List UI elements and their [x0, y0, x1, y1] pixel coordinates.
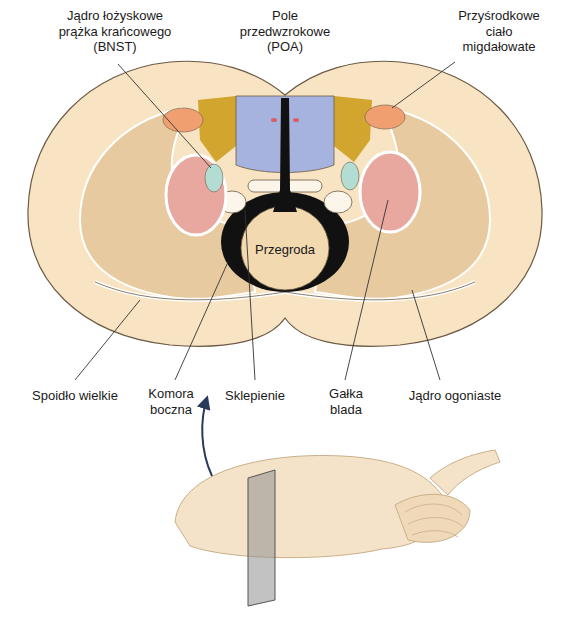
- cerebellum-fold: [412, 531, 458, 537]
- septum: [241, 206, 329, 290]
- bnst: [341, 162, 359, 190]
- leader-line: [175, 262, 228, 380]
- nucleus-dot: [271, 118, 277, 122]
- bnst: [205, 164, 223, 192]
- leader-line: [392, 62, 455, 108]
- brain-outline: [28, 61, 542, 346]
- amygdala: [163, 108, 203, 132]
- leader-line: [245, 210, 255, 380]
- cerebellum-fold: [405, 504, 462, 515]
- structure-label: Jądro łożyskowe prążka krańcowego (BNST): [50, 8, 180, 55]
- structure-label: Pole przedwzrokowe (POA): [232, 8, 338, 55]
- third-ventricle: [273, 98, 297, 212]
- structure-label: Jądro ogoniaste: [409, 388, 502, 404]
- leader-line: [75, 300, 140, 380]
- label-box: Gałka blada: [318, 386, 374, 418]
- region-label: Przegroda: [255, 242, 315, 258]
- brainstem: [430, 450, 500, 495]
- label-box: Przegroda: [243, 240, 327, 258]
- structure-label: Przyśrodkowe ciało migdałowate: [450, 8, 548, 55]
- leader-line: [345, 200, 388, 380]
- leader-line: [412, 290, 440, 380]
- structure-label: Spoidło wielkie: [32, 388, 118, 404]
- label-box: Komora boczna: [140, 386, 202, 418]
- structure-label: Gałka blada: [318, 386, 374, 417]
- globus-pallidus: [166, 155, 226, 235]
- globus-pallidus: [360, 152, 420, 232]
- amygdala: [365, 105, 405, 129]
- label-box: Jądro łożyskowe prążka krańcowego (BNST): [50, 8, 180, 55]
- section-plane: [248, 470, 275, 606]
- fornix: [324, 191, 352, 213]
- label-box: Przyśrodkowe ciało migdałowate: [450, 8, 548, 55]
- yellow-region: [198, 96, 236, 162]
- view-arrow: [202, 398, 212, 476]
- label-box: Spoidło wielkie: [20, 386, 130, 404]
- label-box: Jądro ogoniaste: [395, 386, 515, 404]
- label-box: Sklepienie: [215, 386, 295, 404]
- structure-label: Sklepienie: [225, 388, 285, 404]
- cerebellum-fold: [408, 518, 463, 527]
- nucleus-dot: [293, 118, 299, 122]
- yellow-region: [334, 96, 372, 162]
- cerebellum: [395, 494, 470, 542]
- label-box: Pole przedwzrokowe (POA): [232, 8, 338, 55]
- structure-label: Komora boczna: [140, 386, 202, 417]
- leader-line: [118, 64, 211, 168]
